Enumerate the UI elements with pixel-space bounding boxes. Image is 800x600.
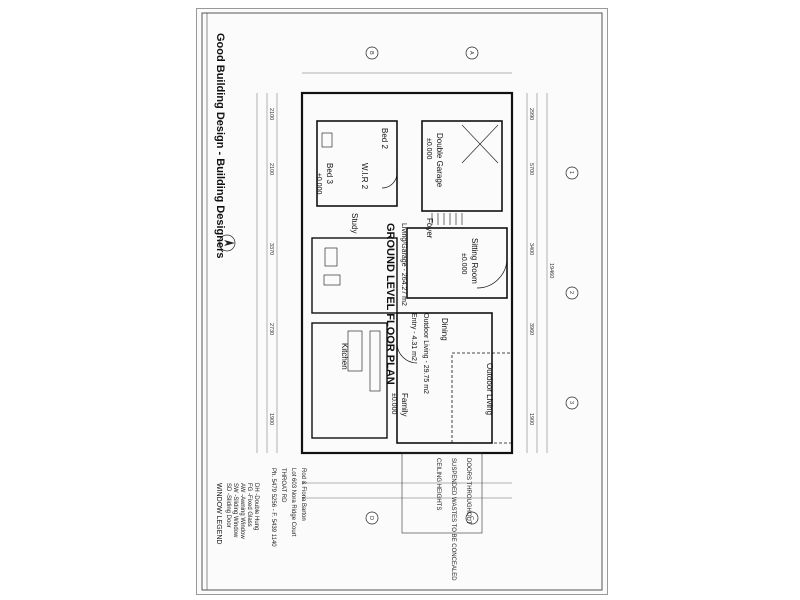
grid-markers [365, 46, 579, 525]
sitting-room-wall [406, 227, 508, 299]
family-room-wall [396, 312, 493, 444]
client-address: Lot 603 Nora Ridge Court [290, 468, 296, 537]
drawing-border [201, 12, 603, 591]
grid-label-2: 2 [568, 291, 574, 294]
grid-label-a: A [468, 51, 474, 55]
area-entry: Entry - 4.31 m2 [410, 313, 417, 361]
note-ceiling: CEILING HEIGHTS [435, 458, 441, 510]
grid-label-1: 1 [568, 171, 574, 174]
legend-item-1: SD -Sliding Door [225, 483, 231, 528]
dim-bot-5: 1900 [268, 413, 274, 425]
dim-bot-4: 2730 [268, 323, 274, 335]
room-sitting: Sitting Room [470, 238, 479, 284]
room-dining: Dining [440, 318, 449, 341]
level-garage: ±0.000 [425, 138, 432, 159]
notes-box [401, 452, 483, 534]
dim-top-3: 3400 [528, 243, 534, 255]
room-garage: Double Garage [435, 133, 444, 188]
level-bed3: ±0.000 [315, 173, 322, 194]
dim-bot-1: 2100 [268, 108, 274, 120]
grid-label-3: 3 [568, 401, 574, 404]
area-outdoor: Outdoor Living - 29.75 m2 [422, 313, 429, 394]
note-waste: SUSPENDED WASTES TO BE CONCEALED [450, 458, 456, 581]
grid-label-d: D [368, 516, 374, 520]
level-family: ±0.000 [390, 393, 397, 414]
level-sitting: ±0.000 [460, 253, 467, 274]
building-outline [300, 91, 514, 455]
bed-wing-wall [316, 120, 398, 207]
plan-title: GROUND LEVEL FLOOR PLAN [384, 223, 396, 385]
outdoor-dashed [451, 352, 513, 444]
room-kitchen: Kitchen [340, 343, 349, 370]
legend-item-3: AW -Awning Window [239, 483, 245, 539]
room-study: Study [350, 213, 359, 233]
room-bed2: Bed 2 [380, 128, 389, 149]
garage-wall [421, 120, 503, 212]
area-living: Living/Garage - 264.27 m2 [400, 223, 407, 306]
dim-top-4: 3960 [528, 323, 534, 335]
phone-number: Ph. 5479 5256 - F. 5439 1140 [270, 468, 276, 547]
legend-title: WINDOW LEGEND [215, 483, 222, 544]
client-suburb: THROAT RD [280, 468, 286, 503]
company-name: Good Building Design - Building Designer… [214, 33, 226, 259]
dim-bot-3: 3370 [268, 243, 274, 255]
floor-plan-sheet: Good Building Design - Building Designer… [196, 8, 608, 595]
dim-top-2: 5700 [528, 163, 534, 175]
wet-area-wall [311, 237, 398, 314]
legend-item-5: DH -Double Hung [253, 483, 259, 530]
room-family: Family [400, 393, 409, 417]
room-bed3: Bed 3 [325, 163, 334, 184]
note-doors: DOORS THROUGHOUT [465, 458, 471, 525]
legend-item-4: FG -Fixed Glass [246, 483, 252, 527]
room-outdoor: Outdoor Living [485, 363, 494, 415]
dim-overall-top: 19460 [548, 263, 554, 278]
room-foyer: Foyer [425, 218, 434, 239]
north-arrow-icon [218, 234, 236, 252]
dim-top-5: 1900 [528, 413, 534, 425]
grid-label-b: B [368, 51, 374, 55]
dim-bot-2: 2100 [268, 163, 274, 175]
floor-plan-drawing: Good Building Design - Building Designer… [201, 12, 603, 591]
room-wir: W.I.R 2 [360, 163, 369, 190]
dim-top-1: 2990 [528, 108, 534, 120]
dimension-lines [256, 72, 548, 499]
kitchen-wall [311, 322, 388, 439]
grid-label-c: C [468, 516, 474, 520]
legend-item-2: SW -Sliding Window [232, 483, 238, 538]
client-name: Rod & Fiona Barton [300, 468, 306, 521]
